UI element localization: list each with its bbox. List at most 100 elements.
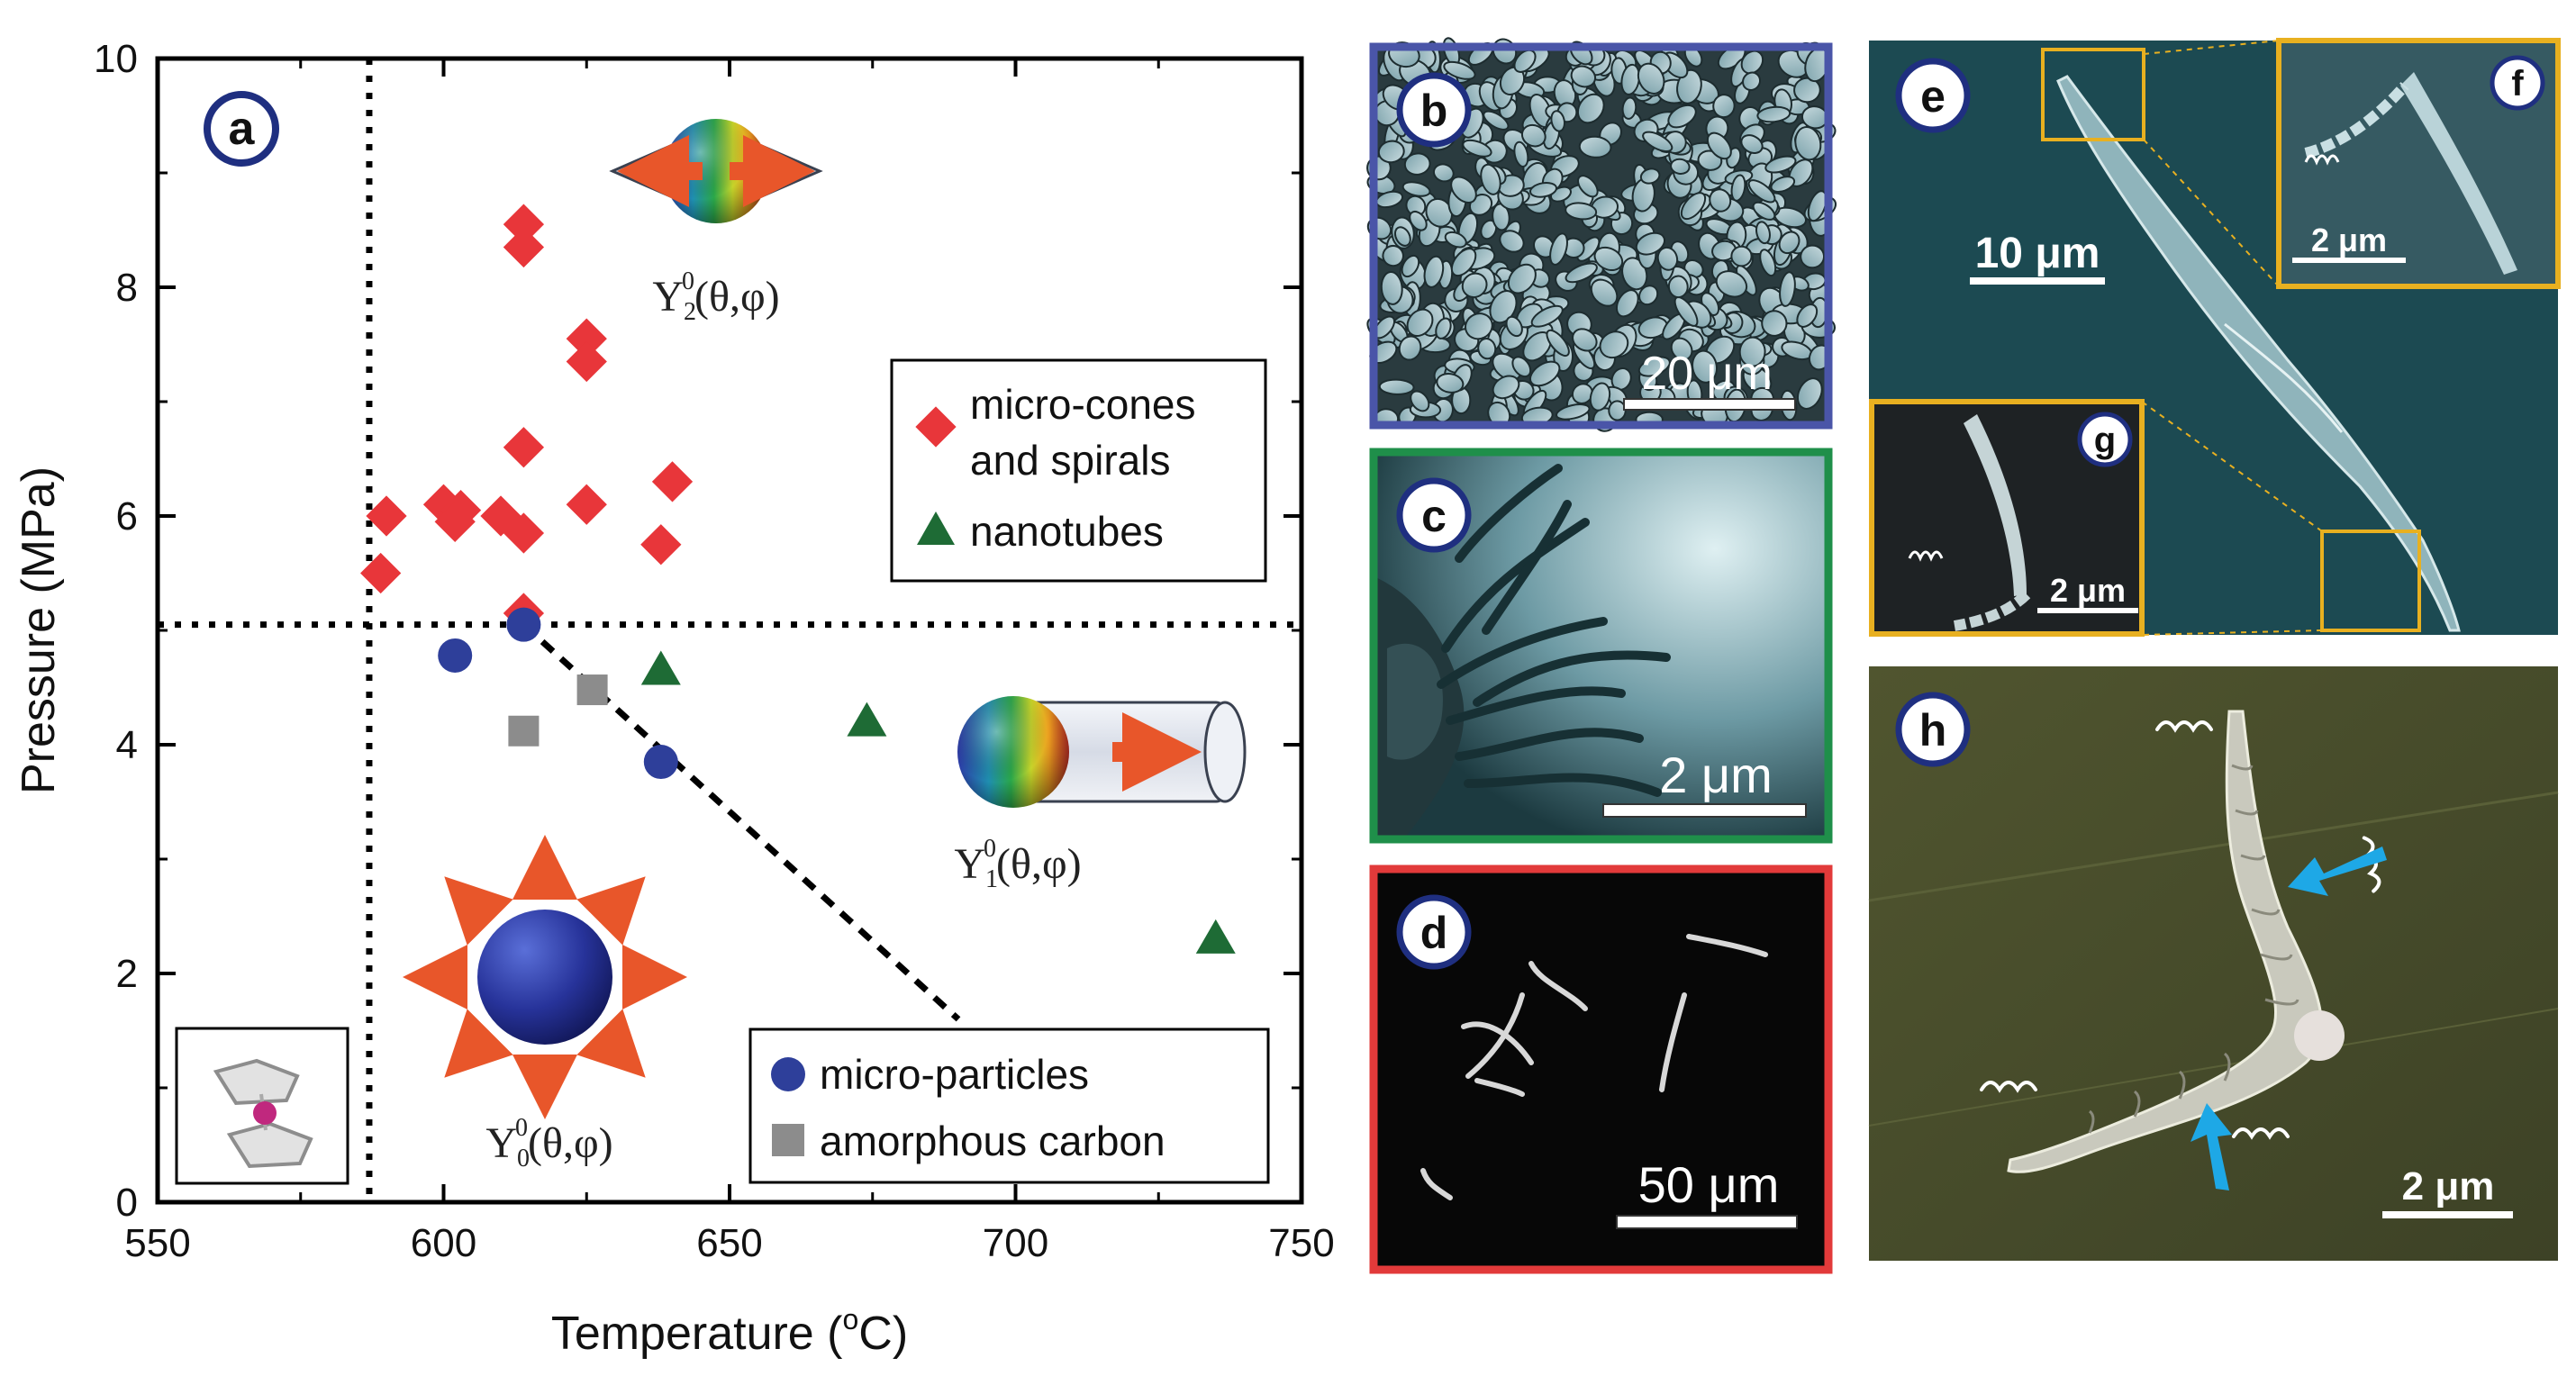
grain <box>1410 390 1430 412</box>
grain <box>1740 134 1764 154</box>
legend-bottom: micro-particles amorphous carbon <box>748 1027 1270 1184</box>
grain <box>1715 270 1748 298</box>
grain <box>1382 244 1404 267</box>
grain <box>1492 203 1510 231</box>
grain <box>1608 400 1627 421</box>
point-amorphous-carbon <box>576 674 608 706</box>
grain <box>1529 182 1558 198</box>
point-nanotubes <box>847 702 887 737</box>
axis-ticks <box>156 57 1303 1204</box>
scale-bar-b <box>1623 398 1796 411</box>
point-micro-cones-and-spirals <box>640 524 682 566</box>
y-tick-label: 0 <box>116 1181 138 1225</box>
scale-bar-d <box>1616 1215 1798 1229</box>
svg-text:f: f <box>2511 64 2524 104</box>
grain <box>1546 329 1570 358</box>
grain <box>1462 139 1492 158</box>
grain <box>1730 174 1746 202</box>
grain <box>1423 255 1445 288</box>
y-tick-label: 2 <box>116 952 138 996</box>
legend-top: micro-cones and spirals nanotubes <box>890 358 1267 583</box>
scale-bar-f <box>2292 258 2406 263</box>
scale-bar-label-h: 2 μm <box>2402 1164 2495 1208</box>
legend-label-micro-cones-line1: micro-cones <box>970 381 1196 428</box>
grain <box>1530 304 1564 328</box>
grain <box>1432 163 1455 183</box>
grain <box>1670 337 1693 361</box>
grain <box>1401 254 1420 278</box>
grain <box>1565 202 1598 221</box>
grain <box>1443 60 1476 80</box>
y-axis-label: Pressure (MPa) <box>13 466 65 794</box>
grain <box>1770 176 1796 194</box>
scale-bar-e <box>1970 277 2105 285</box>
panel-label-c: c <box>1396 477 1472 553</box>
micrograph-h: h 2 μm <box>1868 666 2559 1261</box>
legend-marker-amorphous-carbon <box>772 1124 804 1156</box>
point-amorphous-carbon <box>508 715 540 747</box>
x-tick-label: 700 <box>983 1221 1048 1265</box>
grain <box>1511 356 1532 378</box>
grain <box>1461 272 1488 299</box>
x-tick-label: 750 <box>1268 1221 1334 1265</box>
grain <box>1450 248 1477 277</box>
grain <box>1756 105 1791 123</box>
radial-arrow <box>444 1009 513 1078</box>
x-tick-label: 650 <box>696 1221 762 1265</box>
grain <box>1755 221 1771 245</box>
diagonal-boundary-line <box>522 622 961 1022</box>
scale-bar-c <box>1602 803 1807 818</box>
grain <box>1639 167 1661 185</box>
micrograph-e: e 10 μm f 2 μm g <box>1869 38 2561 637</box>
grain <box>1477 338 1497 360</box>
x-tick-label: 550 <box>124 1221 190 1265</box>
grain <box>1692 349 1718 384</box>
grain <box>1638 285 1659 306</box>
svg-text:d: d <box>1420 908 1448 958</box>
point-micro-cones-and-spirals <box>503 427 545 468</box>
grain <box>1621 257 1648 291</box>
svg-text:b: b <box>1420 86 1448 136</box>
grain <box>1642 131 1673 153</box>
grain <box>1489 290 1518 324</box>
grain <box>1794 125 1822 161</box>
grain <box>1742 71 1762 91</box>
y1-tube-illustration <box>957 696 1247 808</box>
grain <box>1577 175 1599 198</box>
grain <box>1759 249 1777 277</box>
panel-label-a: a <box>204 91 279 167</box>
point-micro-particles <box>438 638 473 673</box>
grain <box>1556 403 1591 421</box>
grain <box>1576 93 1605 124</box>
micrograph-b: b 20 μm <box>1366 37 1837 432</box>
panel-label-d: d <box>1396 894 1472 970</box>
point-micro-cones-and-spirals <box>566 340 607 383</box>
grain <box>1513 140 1529 167</box>
grain <box>1565 262 1598 284</box>
grain <box>1528 360 1561 387</box>
grain <box>1444 231 1467 249</box>
grain <box>1589 382 1611 412</box>
grain <box>1730 245 1753 267</box>
y2-spindle-illustration <box>609 119 823 223</box>
grain <box>1680 192 1707 221</box>
grain <box>1549 232 1568 266</box>
y-tick-label: 6 <box>116 494 138 539</box>
micrograph-c: c 2 μm <box>1369 448 1833 844</box>
grain <box>1779 271 1796 307</box>
grain <box>1436 373 1465 394</box>
grain <box>1747 179 1776 204</box>
legend-label-micro-particles: micro-particles <box>820 1051 1089 1098</box>
panel-label-h: h <box>1895 692 1971 767</box>
point-micro-particles <box>643 745 678 780</box>
point-micro-cones-and-spirals <box>503 204 545 245</box>
grain <box>1465 312 1493 340</box>
grain <box>1590 278 1619 307</box>
grain <box>1403 152 1431 176</box>
svg-text:a: a <box>229 103 256 155</box>
grain <box>1572 328 1598 352</box>
grain <box>1513 49 1537 73</box>
